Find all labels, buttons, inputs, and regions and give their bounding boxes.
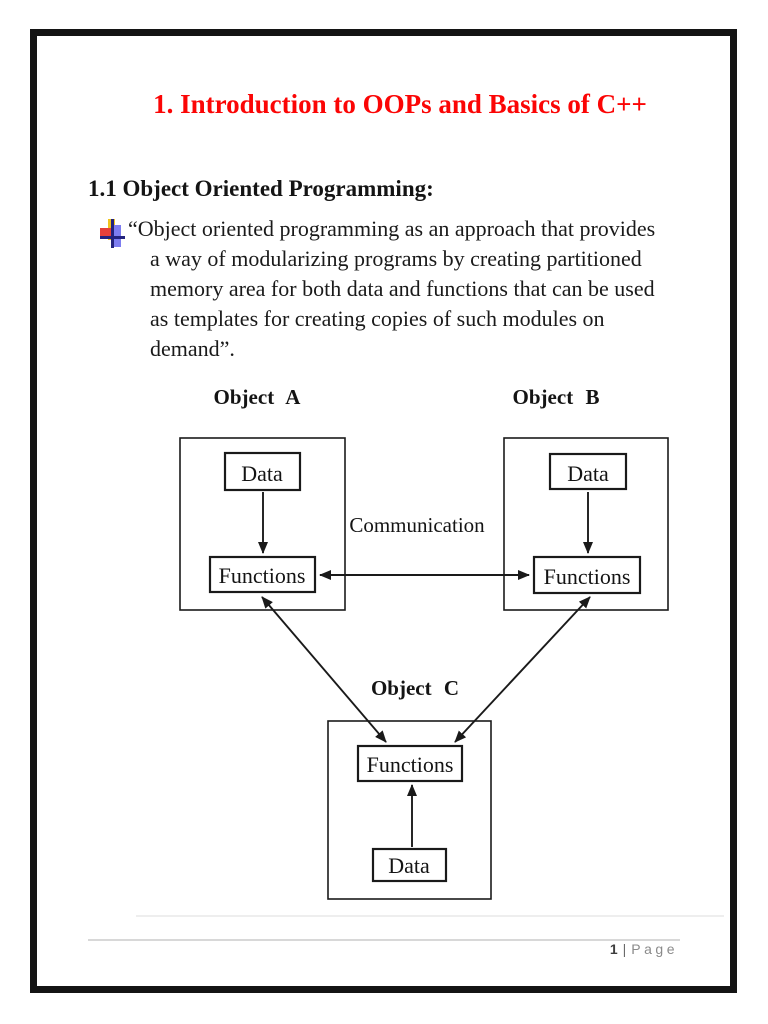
document-title: 1. Introduction to OOPs and Basics of C+… xyxy=(153,89,647,119)
arrow-functions-b-c xyxy=(454,596,591,743)
object-b-data-label: Data xyxy=(567,461,609,486)
communication-label: Communication xyxy=(349,513,485,537)
object-b-data-box xyxy=(548,452,628,491)
object-a-label: Object A xyxy=(214,385,302,409)
object-c-functions-label: Functions xyxy=(367,752,454,777)
footer-divider-upper xyxy=(136,915,724,917)
object-b-functions-label: Functions xyxy=(544,564,631,589)
object-b-functions-box xyxy=(532,555,642,595)
object-c-data-label: Data xyxy=(388,853,430,878)
quote-line: as templates for creating copies of such… xyxy=(150,306,605,331)
object-a-functions-box xyxy=(208,555,317,594)
footer-page-number: 1 xyxy=(609,941,618,957)
quote-line: a way of modularizing programs by creati… xyxy=(150,246,642,271)
quote-line: demand”. xyxy=(150,336,235,361)
object-a-data-label: Data xyxy=(241,461,283,486)
colored-plus-bullet-icon xyxy=(100,219,125,248)
footer-divider-lower xyxy=(88,939,680,941)
page-footer: 1|Page xyxy=(0,941,678,957)
quote-line: “Object oriented programming as an appro… xyxy=(128,216,656,241)
footer-page-label: Page xyxy=(631,941,678,957)
object-a-data-box xyxy=(223,451,302,492)
bullet-cross-vertical xyxy=(111,219,114,248)
arrow-functions-a-c xyxy=(261,596,387,743)
object-c-label: Object C xyxy=(371,676,459,700)
object-a-functions-label: Functions xyxy=(219,563,306,588)
object-c-functions-box xyxy=(356,744,464,783)
quote-line: memory area for both data and functions … xyxy=(150,276,655,301)
bullet-cross-horizontal xyxy=(100,236,125,239)
footer-separator: | xyxy=(622,941,627,957)
definition-quote: “Object oriented programming as an appro… xyxy=(128,214,655,364)
object-c-data-box xyxy=(371,847,448,883)
section-heading: 1.1 Object Oriented Programming: xyxy=(88,176,434,201)
object-b-label: Object B xyxy=(513,385,600,409)
bullet-red-bar xyxy=(100,228,113,239)
